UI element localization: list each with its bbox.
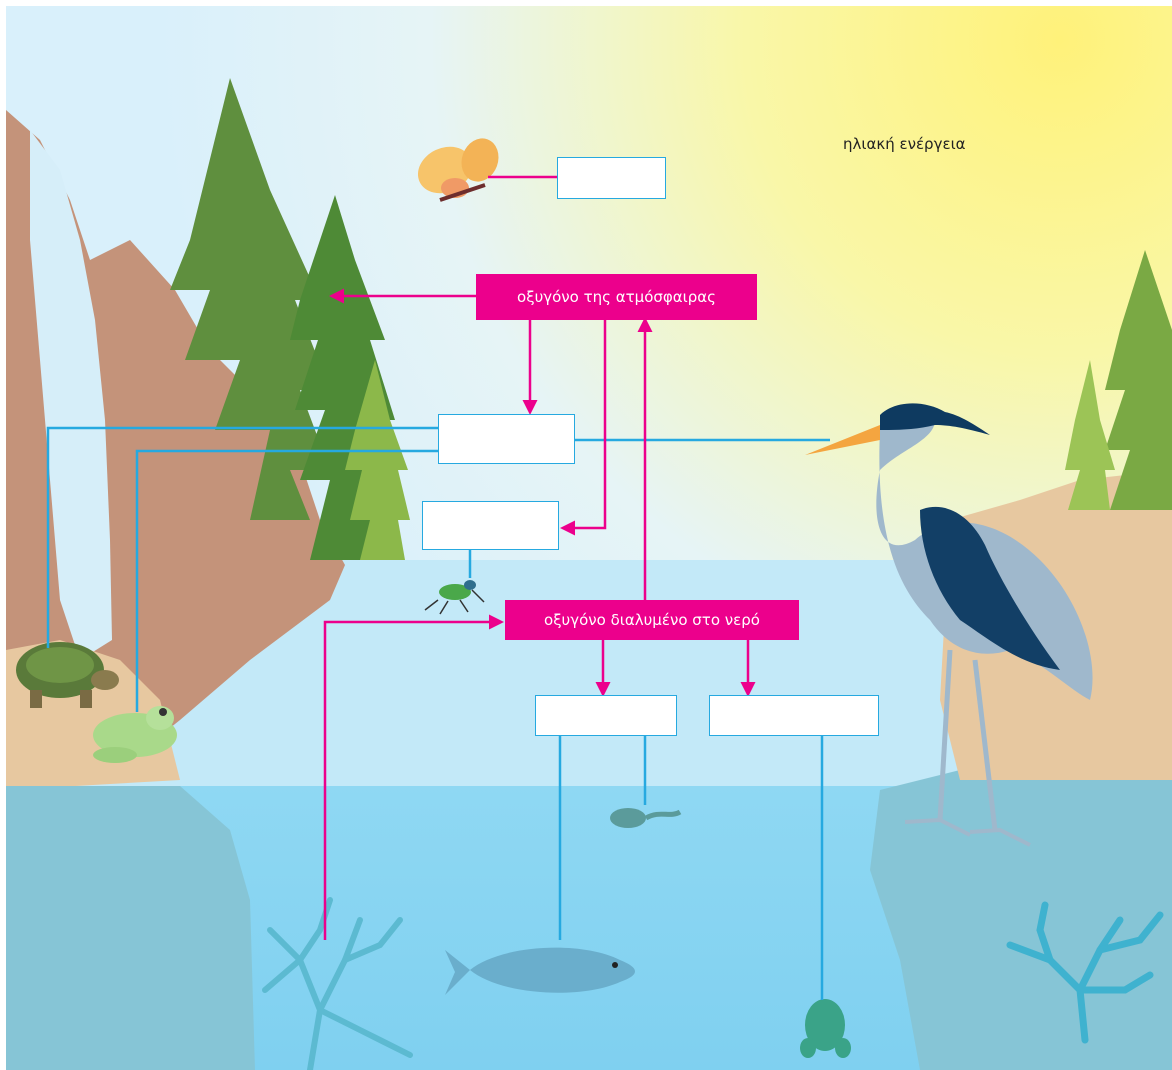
left-underwater-rock [6, 786, 255, 1070]
blank-box-top[interactable] [438, 414, 575, 464]
blue-connectors [46, 426, 830, 1000]
right-underwater-rock [870, 770, 1172, 1070]
butterfly-icon [417, 138, 499, 202]
turtle-icon [16, 642, 119, 708]
water-frog-icon [800, 999, 851, 1058]
beetle-icon [424, 580, 485, 615]
fish-icon [445, 947, 635, 995]
oxygen-arrows [323, 288, 756, 940]
tree-icon [170, 78, 330, 520]
coral-icon [1006, 901, 1164, 1044]
blank-box-middle[interactable] [422, 501, 559, 550]
tree-icon [345, 360, 410, 560]
frog-icon [93, 706, 177, 763]
oxygen-water-box: οξυγόνο διαλυμένο στο νερό [505, 600, 799, 640]
blank-box-butterfly[interactable] [557, 157, 666, 199]
blank-box-lower-left[interactable] [535, 695, 677, 736]
waterfall [30, 130, 112, 660]
oxygen-atmosphere-label: οξυγόνο της ατμόσφαιρας [517, 288, 716, 306]
tree-icon [1105, 250, 1172, 510]
sun-energy-label: ηλιακή ενέργεια [843, 135, 966, 153]
seaweed-icon [262, 897, 413, 1070]
tree-icon [1065, 360, 1115, 510]
blank-box-lower-right[interactable] [709, 695, 879, 736]
tadpole-icon [610, 808, 682, 828]
oxygen-water-label: οξυγόνο διαλυμένο στο νερό [544, 611, 760, 629]
oxygen-atmosphere-box: οξυγόνο της ατμόσφαιρας [476, 274, 757, 320]
heron-icon [805, 403, 1093, 847]
